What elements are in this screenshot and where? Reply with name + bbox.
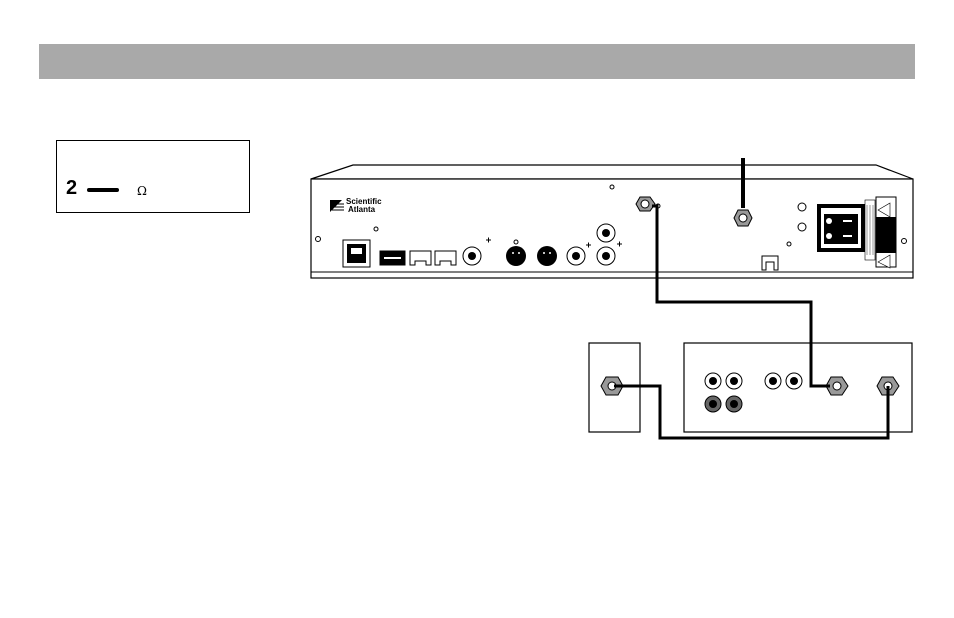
set-top-receiver: Scientific Atlanta <box>311 165 913 278</box>
tv-rear-panel <box>684 343 912 432</box>
svideo-port-1 <box>506 246 526 266</box>
svideo-port-2 <box>537 246 557 266</box>
power-outlet <box>817 204 865 252</box>
cable-in-port <box>734 210 752 226</box>
phone-jack-port <box>343 240 370 267</box>
brand-line-2: Atlanta <box>348 205 376 214</box>
rear-warning-panel <box>876 197 896 268</box>
